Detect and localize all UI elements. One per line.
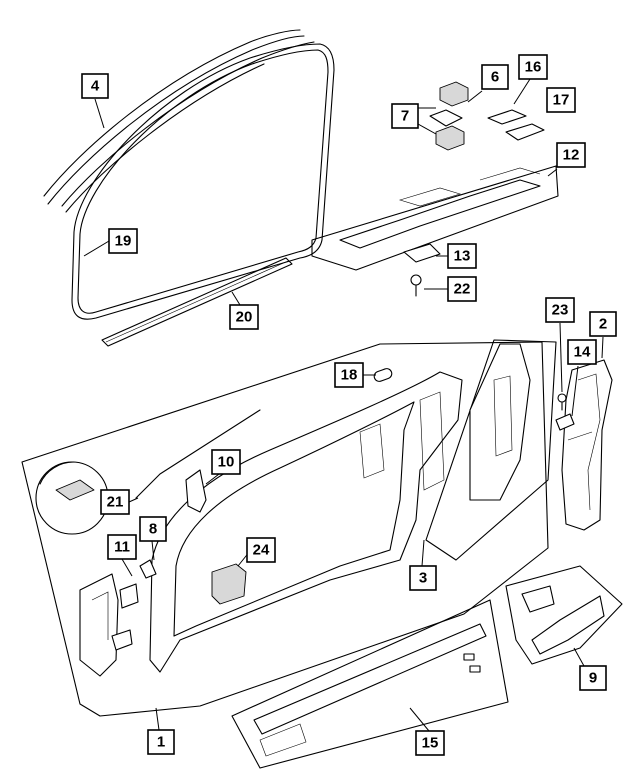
quarter-panel-part [505,565,623,665]
callout-2: 2 [589,311,617,337]
callout-2-label: 2 [599,316,607,333]
callout-7-label: 7 [401,108,409,125]
callout-7: 7 [391,103,419,129]
callout-6-label: 6 [491,69,499,86]
callout-10-label: 10 [218,454,235,471]
plug-18-part [373,368,393,382]
callout-16: 16 [518,54,548,80]
callout-8-label: 8 [149,521,157,538]
callout-12-label: 12 [563,147,580,164]
callout-24-label: 24 [253,542,270,559]
door-weatherstrip-part [71,43,335,320]
callout-9: 9 [579,665,607,691]
callout-1-label: 1 [157,734,165,751]
callout-11: 11 [107,534,137,560]
detail-circle-part [35,461,109,535]
callout-22-label: 22 [454,281,471,298]
b-pillar-outer-part [561,359,613,531]
callout-6: 6 [481,64,509,90]
callout-21: 21 [100,489,130,515]
callout-15: 15 [415,730,445,756]
callout-14: 14 [567,339,597,365]
rocker-part [231,599,509,769]
callout-3: 3 [409,565,437,591]
a-pillar-brace-part [135,409,261,513]
callout-23-label: 23 [552,302,569,319]
callout-9-label: 9 [589,670,597,687]
callout-15-label: 15 [422,735,439,752]
callout-14-label: 14 [574,344,591,361]
clip-16-part [487,109,545,141]
bolt-23-part [555,393,575,431]
callout-12: 12 [556,142,586,168]
callout-4: 4 [81,73,109,99]
callout-1: 1 [147,729,175,755]
roof-moulding-part [43,29,315,213]
callout-22: 22 [447,276,477,302]
callout-20: 20 [229,304,259,330]
callout-8: 8 [139,516,167,542]
callout-13-label: 13 [454,248,471,265]
callout-11-label: 11 [114,539,130,556]
callout-3-label: 3 [419,570,427,587]
callout-23: 23 [545,297,575,323]
bolt-22-part [410,274,422,297]
callout-17: 17 [546,87,576,113]
hinge-pillar-part [79,559,157,677]
callout-17-label: 17 [553,92,570,109]
callout-20-label: 20 [236,309,253,326]
sill-seal-part [101,257,293,347]
callout-18-label: 18 [341,367,358,384]
b-pillar-inner-part [425,339,557,561]
callout-4-label: 4 [91,78,100,95]
callout-19-label: 19 [115,233,132,250]
bracket-24-part [211,563,247,605]
callout-18: 18 [334,362,364,388]
callout-19: 19 [108,228,138,254]
callout-24: 24 [246,537,276,563]
callout-21-label: 21 [107,494,124,511]
callout-10: 10 [211,449,241,475]
clip-6-part [429,81,469,151]
leader-lines [83,78,604,732]
callout-16-label: 16 [525,59,542,76]
callout-13: 13 [447,243,477,269]
roof-rail-part [311,165,559,271]
